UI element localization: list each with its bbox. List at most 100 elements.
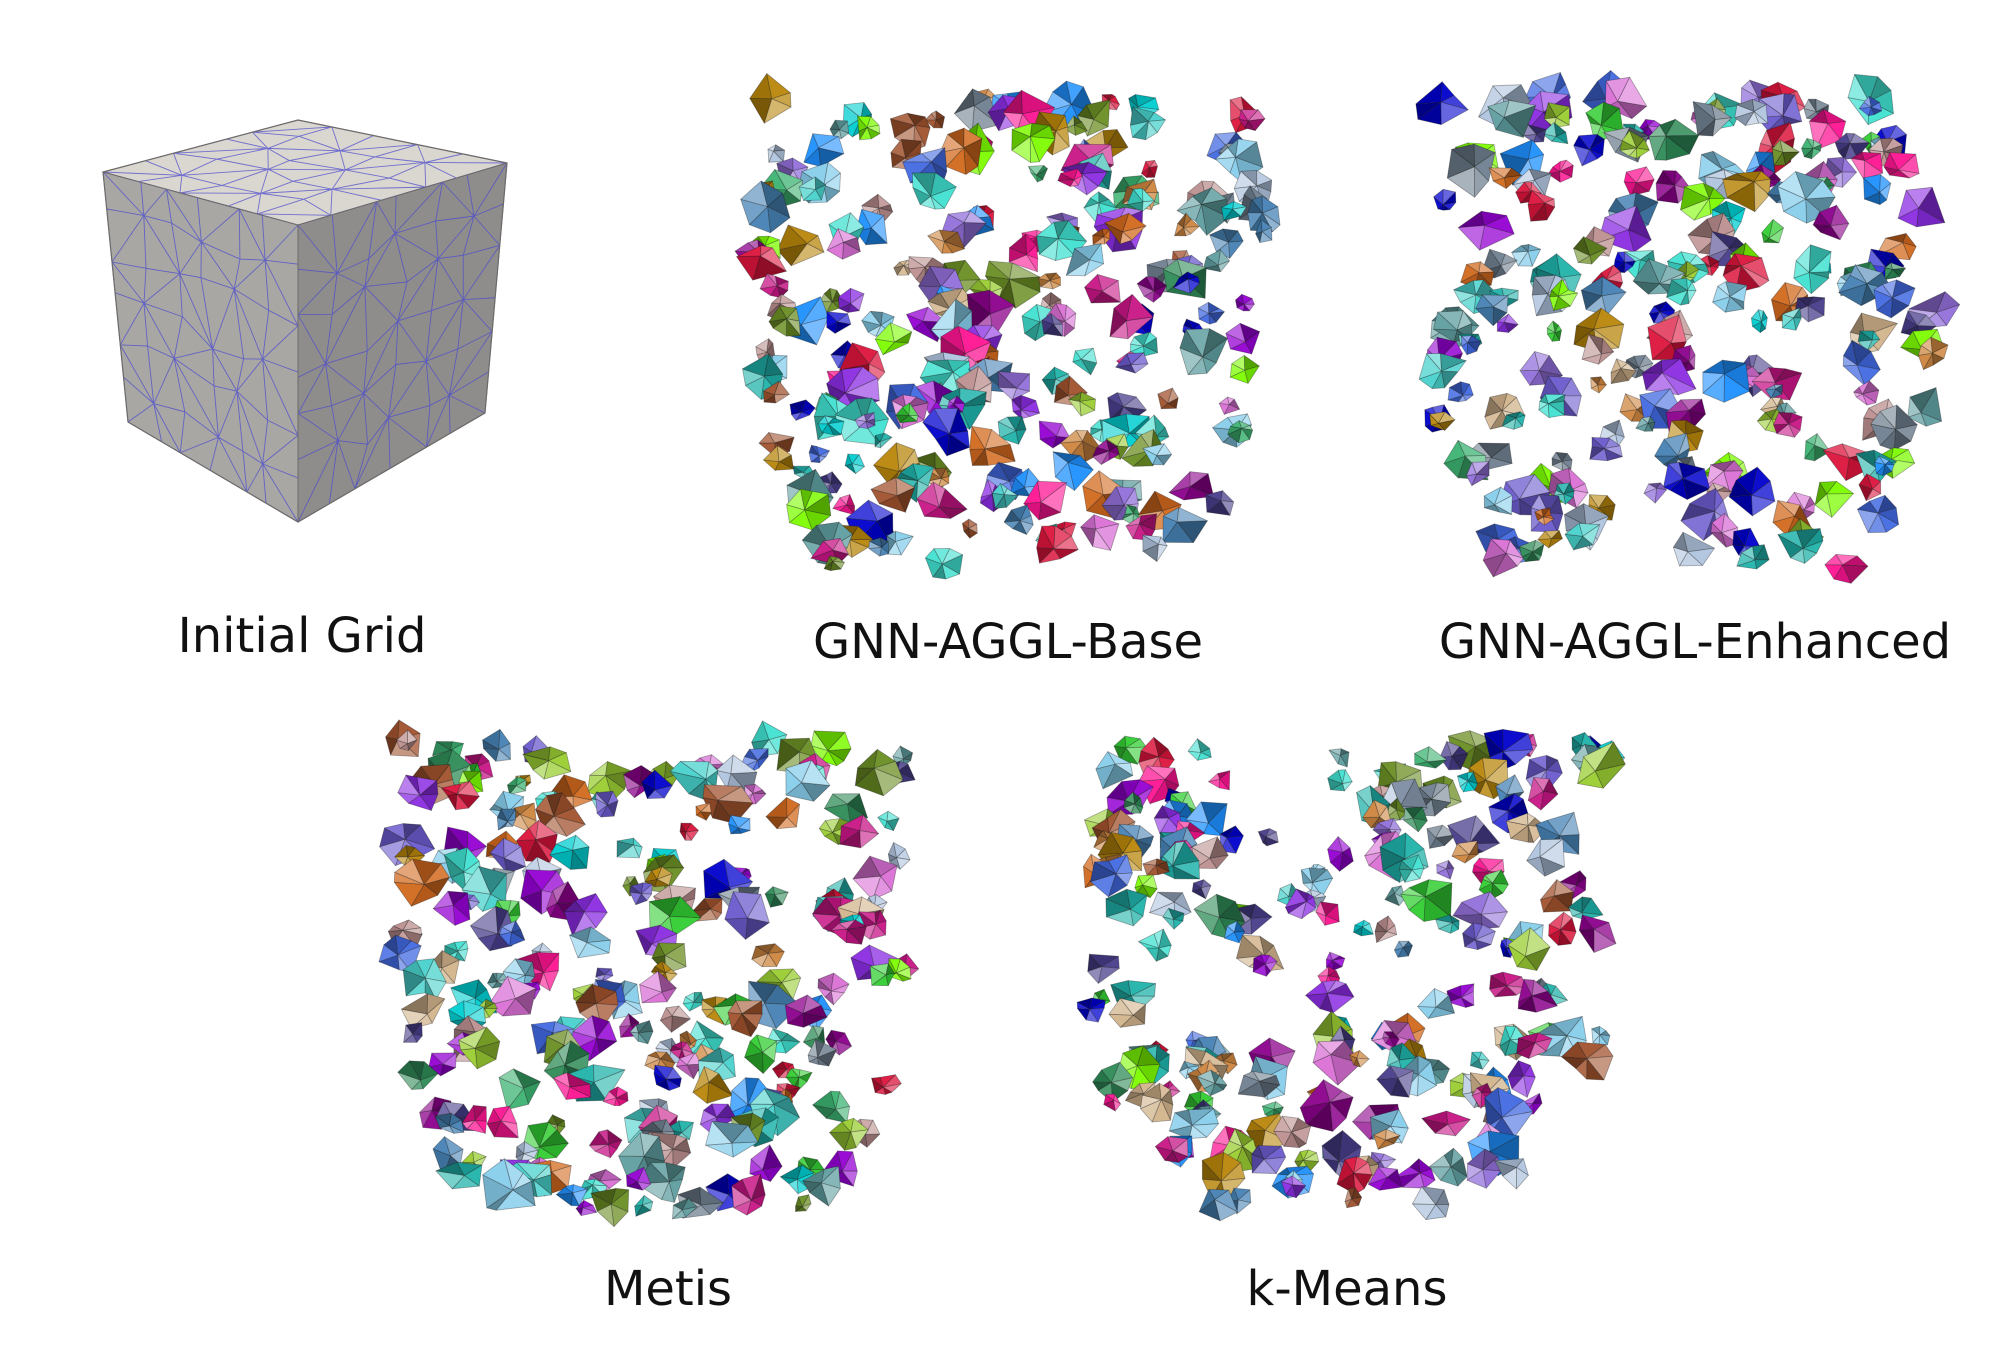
agglomerate <box>785 759 831 802</box>
agglomerate <box>487 975 537 1017</box>
agglomerate <box>1804 433 1831 462</box>
agglomerate <box>1858 96 1883 117</box>
agglomerate <box>1208 770 1231 791</box>
agglomerate <box>1348 1050 1370 1068</box>
agglomerate <box>922 407 970 457</box>
agglomerate <box>1526 838 1565 877</box>
agglomerate <box>736 245 787 281</box>
agglomerate <box>1191 879 1212 900</box>
agglomerate <box>1527 189 1556 222</box>
agglomerate <box>400 993 446 1029</box>
agglomerate <box>1261 1101 1284 1120</box>
agglomerate <box>1028 165 1048 183</box>
agglomerate <box>1142 534 1168 562</box>
agglomerate <box>1036 220 1087 262</box>
agglomerate <box>1501 411 1526 430</box>
agglomerate <box>1578 914 1617 953</box>
agglomerate <box>1138 928 1172 962</box>
agglomerate <box>1129 106 1166 141</box>
agglomerate <box>1205 490 1235 516</box>
agglomerate <box>1109 293 1154 340</box>
agglomerate <box>1300 867 1334 898</box>
agglomerate <box>1722 170 1771 213</box>
agglomerate <box>1475 294 1509 327</box>
agglomerate <box>672 1197 698 1220</box>
agglomerate <box>1255 219 1273 244</box>
agglomerate <box>1403 806 1428 833</box>
agglomerate <box>575 1199 597 1216</box>
agglomerate <box>954 88 1000 133</box>
agglomerate <box>1130 331 1158 357</box>
agglomerate <box>1162 907 1185 930</box>
agglomerate <box>1447 381 1474 403</box>
agglomerate <box>1142 443 1172 466</box>
agglomerate <box>1418 353 1467 390</box>
agglomerate <box>1541 122 1569 145</box>
agglomerate <box>1635 416 1656 432</box>
agglomerate <box>823 555 845 571</box>
agglomerate <box>786 488 832 531</box>
agglomerate <box>724 891 770 940</box>
agglomerate <box>1773 411 1803 438</box>
agglomerate <box>826 228 861 260</box>
agglomerate <box>1421 1110 1471 1137</box>
agglomerate <box>1123 791 1144 814</box>
agglomerate <box>1622 354 1654 379</box>
agglomerate <box>1134 874 1158 898</box>
agglomerate <box>1087 953 1120 984</box>
agglomerate <box>1185 801 1228 837</box>
agglomerate <box>634 1195 654 1217</box>
agglomerate <box>644 866 673 888</box>
agglomerate <box>1801 137 1822 160</box>
agglomerate <box>749 73 792 124</box>
agglomerate <box>393 858 450 907</box>
agglomerate <box>499 920 526 947</box>
agglomerate <box>854 411 876 429</box>
agglomerate <box>1499 139 1545 186</box>
agglomerate <box>1858 473 1882 502</box>
agglomerate <box>702 784 754 824</box>
agglomerate <box>1038 272 1061 290</box>
agglomerate <box>629 1020 654 1045</box>
agglomerate <box>831 919 867 945</box>
agglomerate <box>927 229 965 254</box>
agglomerate <box>817 972 850 1006</box>
agglomerate <box>699 1103 737 1136</box>
agglomerate <box>1546 320 1562 342</box>
agglomerate <box>1315 901 1340 926</box>
agglomerate <box>1041 312 1064 337</box>
panel-k-means: k-Means <box>1076 729 1626 1317</box>
agglomerate <box>555 1184 588 1207</box>
agglomerate <box>522 746 572 780</box>
agglomerate <box>1551 451 1573 471</box>
label-initial-grid: Initial Grid <box>178 608 427 664</box>
agglomerate <box>1105 888 1148 927</box>
agglomerate <box>1777 171 1836 224</box>
agglomerate <box>798 176 827 201</box>
agglomerate <box>764 886 789 908</box>
agglomerate <box>1325 951 1346 971</box>
agglomerate <box>1426 824 1457 849</box>
agglomerate <box>1209 228 1244 259</box>
agglomerate <box>819 287 844 314</box>
agglomerate <box>1400 879 1453 922</box>
agglomerate <box>1461 335 1482 356</box>
agglomerate <box>749 1144 783 1182</box>
agglomerate <box>1507 1060 1536 1098</box>
agglomerate <box>1374 915 1398 943</box>
agglomerate <box>1155 1136 1189 1163</box>
agglomerate <box>1138 765 1180 805</box>
agglomerate-cloud-gnn-aggl-base <box>734 73 1281 580</box>
agglomerate <box>826 311 852 334</box>
agglomerate <box>854 749 904 797</box>
agglomerate <box>1870 404 1918 451</box>
agglomerate <box>1412 1186 1450 1220</box>
agglomerate <box>1203 249 1230 273</box>
agglomerate <box>1496 313 1519 333</box>
agglomerate <box>1429 411 1456 431</box>
agglomerate <box>1447 815 1500 857</box>
agglomerate <box>1115 352 1149 374</box>
agglomerate <box>916 481 968 519</box>
agglomerate <box>1173 271 1200 294</box>
